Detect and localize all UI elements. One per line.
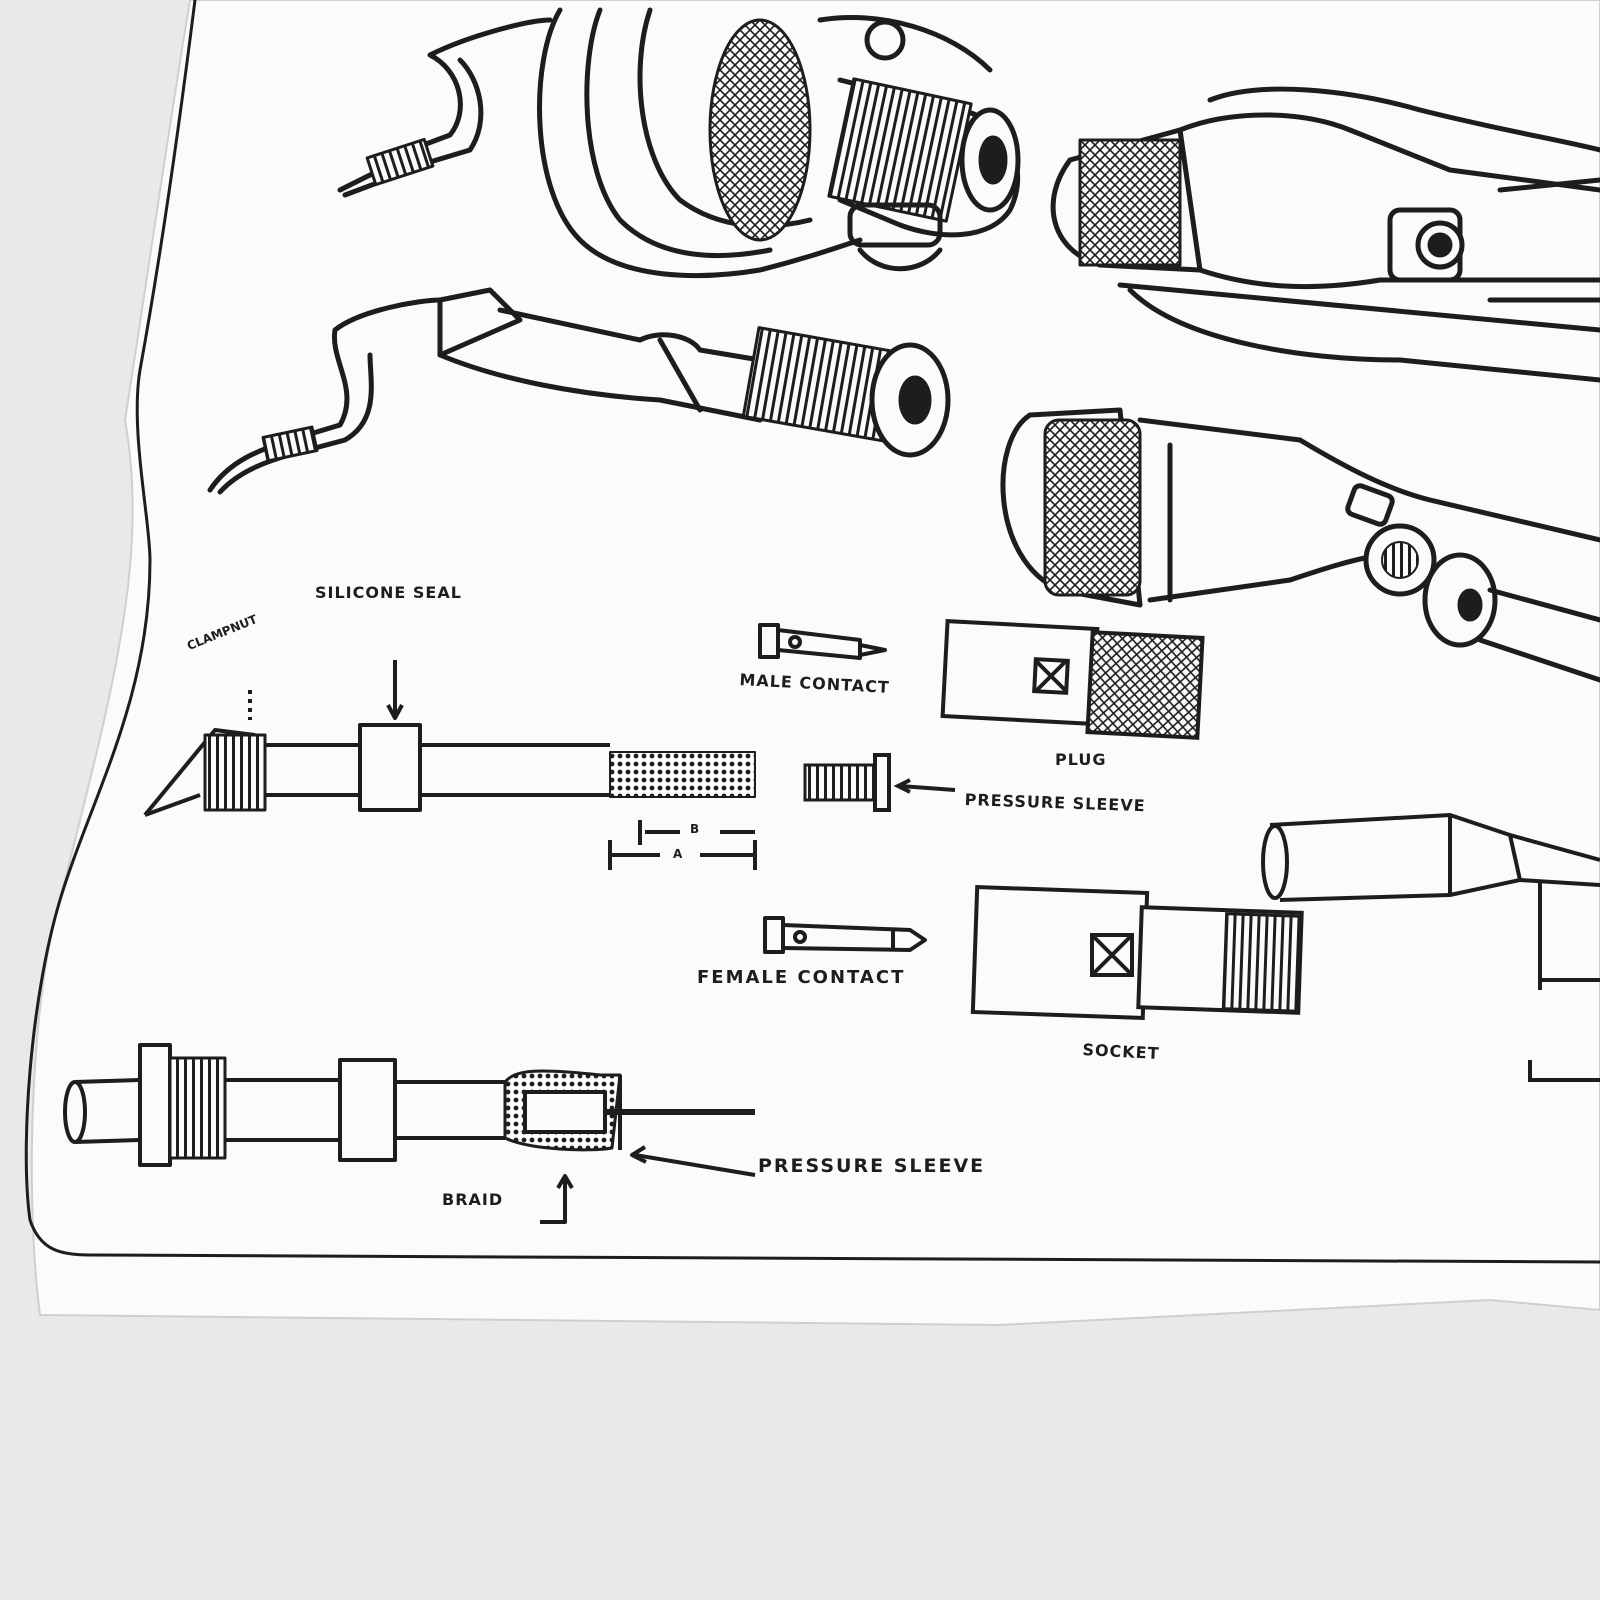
paper-sheet xyxy=(30,0,1600,1327)
silicone-seal-label: SILICONE SEAL xyxy=(315,583,462,602)
pressure-sleeve-label-bottom: PRESSURE SLEEVE xyxy=(758,1155,986,1177)
cable-assembly-top xyxy=(143,660,757,870)
right-edge-cable-illustration xyxy=(1261,812,1600,1082)
male-contact-illustration xyxy=(758,623,887,660)
plug-illustration-top xyxy=(1050,86,1600,383)
pressure-sleeve-illustration xyxy=(803,753,956,812)
female-contact-label: FEMALE CONTACT xyxy=(697,967,906,988)
socket-label: SOCKET xyxy=(1082,1040,1161,1064)
plug-cable-illustration xyxy=(207,287,951,495)
female-contact-illustration xyxy=(763,916,927,954)
dimension-b-label: B xyxy=(690,822,700,836)
plug-illustration xyxy=(940,619,1205,740)
coupling-illustration xyxy=(1000,407,1600,683)
receptacle-illustration xyxy=(337,7,1021,279)
cable-assembly-bottom xyxy=(63,1043,756,1224)
socket-illustration xyxy=(970,885,1304,1020)
plug-label: PLUG xyxy=(1055,750,1107,769)
sheet-border xyxy=(24,0,1600,1264)
braid-label: BRAID xyxy=(442,1190,504,1209)
dimension-a-label: A xyxy=(673,847,683,861)
